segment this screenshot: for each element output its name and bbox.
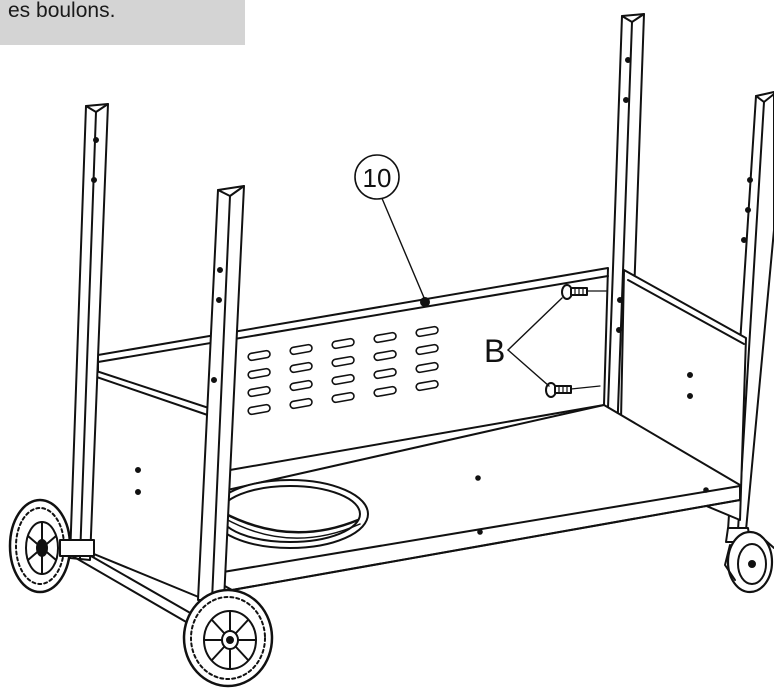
part-10-hole-marker: [420, 297, 430, 307]
callout-hardware-b-label: B: [484, 333, 505, 369]
bottom-shelf: [204, 404, 741, 591]
bolt-b-upper: [561, 284, 607, 300]
bolt-b-lower: [545, 382, 601, 398]
rear-left-wheel: [8, 498, 95, 594]
vent-slots: [247, 325, 439, 416]
right-caster-wheel: [724, 527, 774, 594]
rear-left-leg: [69, 103, 109, 561]
callout-part-10: 10: [354, 154, 426, 301]
callout-part-10-label: 10: [363, 163, 392, 193]
tank-opening: [211, 479, 369, 549]
instruction-caption-box: es boulons.: [0, 0, 245, 45]
instruction-caption-text: es boulons.: [8, 0, 116, 22]
callout-hardware-b: B: [484, 297, 563, 387]
front-left-wheel: [182, 588, 274, 688]
